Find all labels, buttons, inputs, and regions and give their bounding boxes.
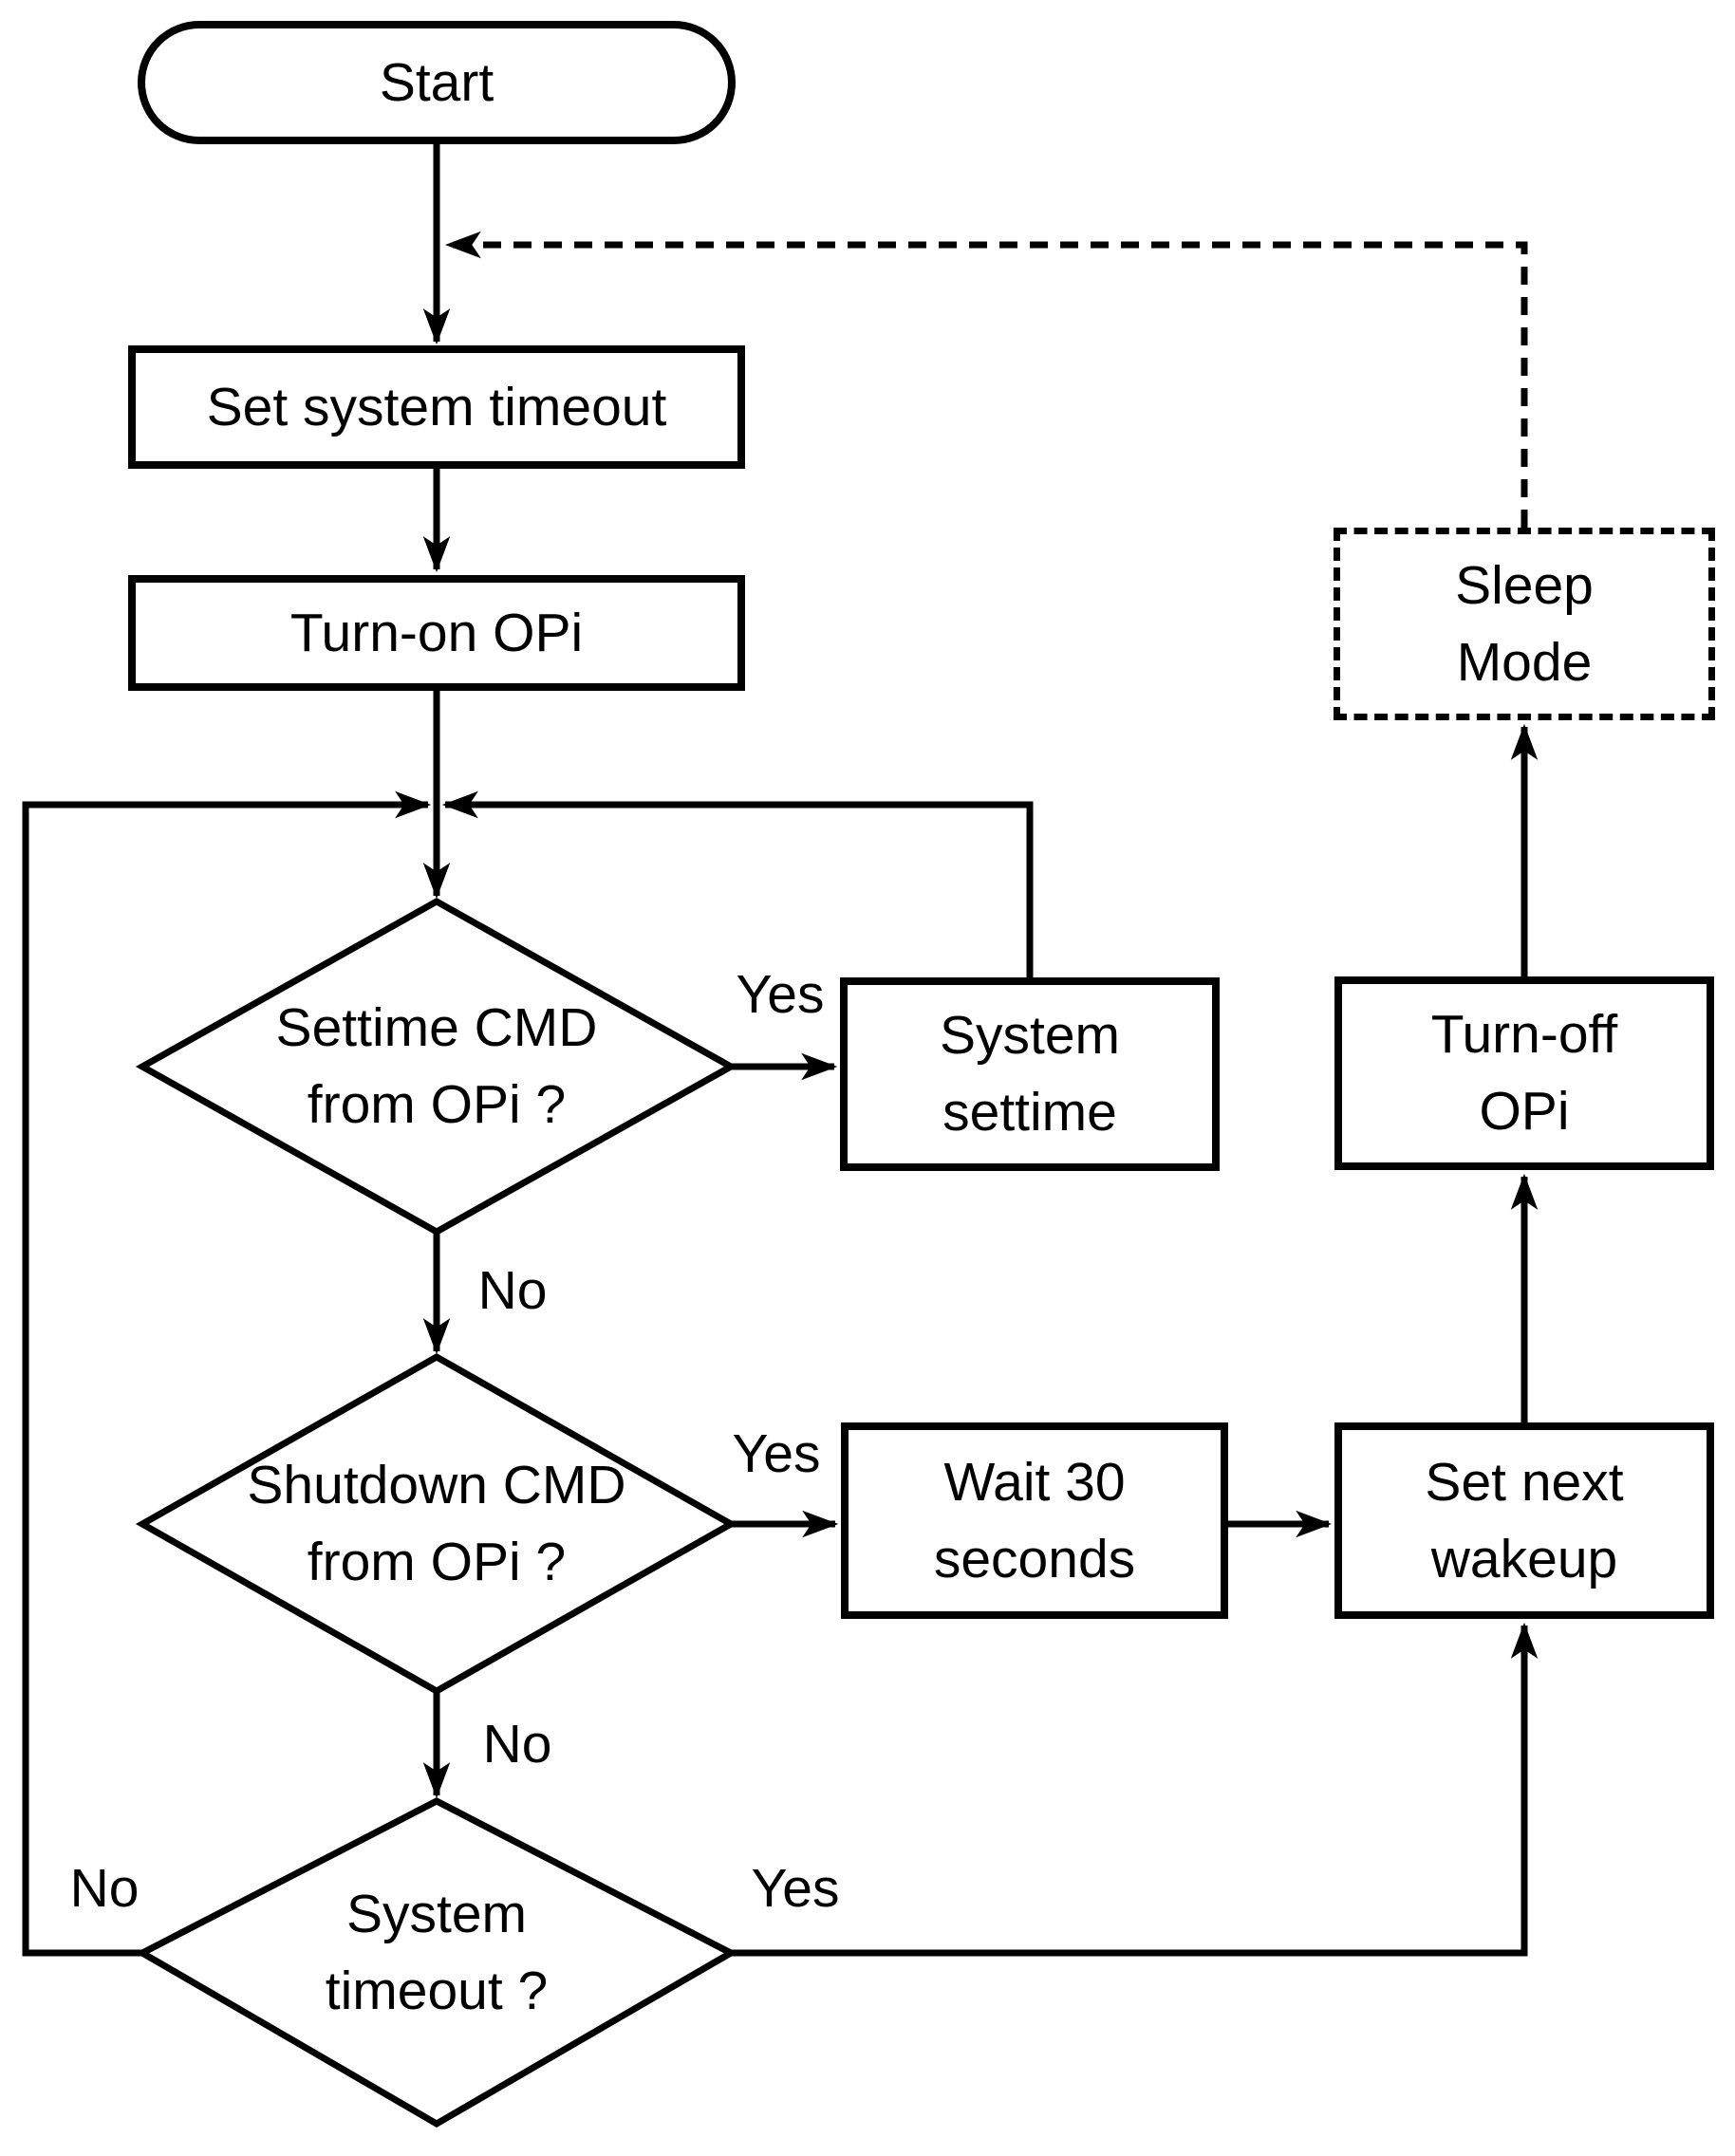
edge-label-shutdown-no: No xyxy=(482,1713,552,1775)
node-turn-on-opi: Turn-on OPi xyxy=(128,575,745,691)
node-sleep-mode: Sleep Mode xyxy=(1334,528,1715,720)
edge-timeout-yes xyxy=(731,1622,1539,1957)
node-set-system-timeout: Set system timeout xyxy=(128,345,745,469)
edge-label-settime-no: No xyxy=(477,1259,548,1321)
node-wait-30-seconds: Wait 30 seconds xyxy=(841,1422,1228,1619)
node-system-settime: System settime xyxy=(840,977,1220,1171)
decision-settime-cmd-label: Settime CMD from OPi ? xyxy=(275,997,598,1135)
edge-label-settime-yes: Yes xyxy=(736,963,825,1025)
edge-timeout-no-loop xyxy=(22,790,432,1957)
decision-shutdown-cmd-shape xyxy=(135,1352,738,1696)
edge-label-shutdown-yes: Yes xyxy=(732,1422,821,1484)
node-turn-off-opi: Turn-off OPi xyxy=(1334,976,1714,1170)
node-start: Start xyxy=(138,21,736,144)
edge-system-settime-loop xyxy=(441,790,1034,977)
decision-settime-cmd-shape xyxy=(135,897,738,1236)
decision-system-timeout-label: System timeout ? xyxy=(325,1884,549,2021)
node-set-next-wakeup: Set next wakeup xyxy=(1334,1422,1714,1619)
edge-sleep-mode-feedback xyxy=(444,231,1528,528)
edge-label-timeout-no: No xyxy=(69,1857,140,1919)
decision-shutdown-cmd-label: Shutdown CMD from OPi ? xyxy=(247,1455,626,1592)
edge-label-timeout-yes: Yes xyxy=(751,1857,840,1919)
decision-system-timeout-shape xyxy=(135,1797,738,2128)
